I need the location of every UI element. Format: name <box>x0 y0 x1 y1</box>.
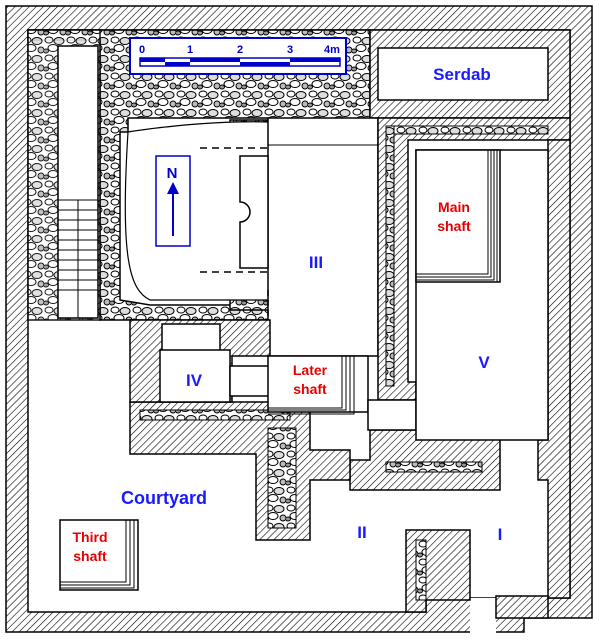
scale-tick-0: 0 <box>139 44 145 56</box>
room-iv <box>159 323 271 403</box>
scale-bar: 0 1 2 3 4m <box>129 37 347 75</box>
arrow-head-icon <box>167 182 179 194</box>
north-arrow: N <box>155 155 191 247</box>
corridor <box>367 399 417 431</box>
main-shaft-label-line1: Main <box>438 199 470 215</box>
serdab-room <box>369 29 571 119</box>
later-shaft-label-line2: shaft <box>293 381 327 397</box>
north-label: N <box>167 165 178 182</box>
third-shaft-label-line2: shaft <box>73 548 107 564</box>
main-shaft <box>415 149 501 283</box>
room-v-label: V <box>478 353 490 372</box>
main-shaft-label-line2: shaft <box>437 218 471 234</box>
scale-tick-2: 2 <box>237 44 243 56</box>
room-iii <box>200 117 379 357</box>
later-shaft <box>267 355 369 415</box>
scale-tick-3: 3 <box>287 44 293 56</box>
later-shaft-label-line1: Later <box>293 362 328 378</box>
serdab-label: Serdab <box>433 65 491 84</box>
room-labels: Serdab III IV V II I Courtyard Main shaf… <box>73 65 503 564</box>
room-i-label: I <box>498 525 503 544</box>
third-shaft-label-line1: Third <box>73 529 108 545</box>
scale-tick-4: 4m <box>324 44 340 56</box>
courtyard-label: Courtyard <box>121 488 207 508</box>
third-shaft <box>59 519 139 591</box>
staircase <box>57 45 99 319</box>
room-ii-label: II <box>357 523 366 542</box>
room-iv-label: IV <box>186 371 203 390</box>
room-v <box>415 149 549 441</box>
room-iii-label: III <box>309 253 323 272</box>
scale-tick-1: 1 <box>187 44 193 56</box>
